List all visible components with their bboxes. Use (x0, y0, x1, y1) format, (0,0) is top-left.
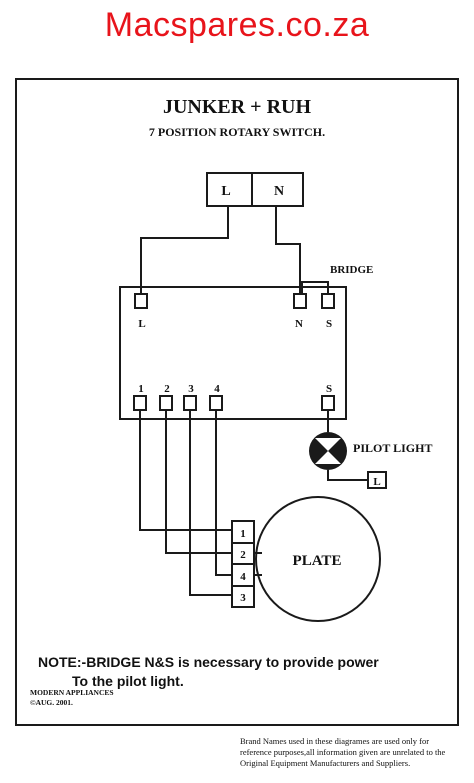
switch-terminal-2 (159, 395, 173, 411)
supply-label-live: L (221, 184, 230, 199)
pilot-light-icon (309, 432, 347, 470)
diagram-sheet (15, 78, 459, 726)
wire-pos4 (215, 410, 232, 576)
switch-terminal-l (134, 293, 148, 309)
switch-label-3: 3 (188, 383, 194, 395)
credit-line-2: ©AUG. 2001. (30, 698, 73, 707)
plate-label: PLATE (293, 553, 342, 569)
pilot-terminal-box (367, 471, 387, 489)
switch-label-s: S (326, 318, 332, 330)
switch-terminal-bottom-s (321, 395, 335, 411)
wire-pos2 (165, 410, 232, 554)
switch-terminal-s (321, 293, 335, 309)
credit: MODERN APPLIANCES ©AUG. 2001. (30, 688, 114, 708)
credit-line-1: MODERN APPLIANCES (30, 688, 114, 697)
switch-terminal-1 (133, 395, 147, 411)
note-line-1: NOTE:-BRIDGE N&S is necessary to provide… (38, 654, 379, 670)
pilot-light-label: PILOT LIGHT (353, 441, 432, 455)
switch-label-4: 4 (214, 383, 220, 395)
bridge-wire (301, 281, 329, 296)
pilot-terminal-label: L (373, 476, 380, 488)
disclaimer-text: Brand Names used in these diagrames are … (240, 736, 446, 768)
plate-terminal-label: 4 (240, 571, 246, 583)
note-text: NOTE:-BRIDGE N&S is necessary to provide… (38, 653, 458, 691)
wire-pos3 (189, 410, 232, 596)
supply-label-neutral: N (274, 184, 284, 199)
plate-terminal-label: 1 (240, 528, 246, 540)
pilot-return-wire (327, 470, 368, 481)
supply-terminal-block (206, 172, 304, 207)
switch-label-l: L (138, 318, 145, 330)
bridge-label: BRIDGE (330, 264, 373, 276)
diagram-title: JUNKER + RUH (162, 96, 312, 118)
switch-label-n: N (295, 318, 303, 330)
diagram-subtitle: 7 POSITION ROTARY SWITCH. (148, 125, 326, 139)
switch-label-1: 1 (138, 383, 144, 395)
switch-label-2: 2 (164, 383, 170, 395)
neutral-wire (275, 206, 301, 296)
live-wire (140, 206, 229, 296)
wire-pos1 (139, 410, 232, 531)
switch-terminal-n (293, 293, 307, 309)
switch-label-bottom-s: S (326, 383, 332, 395)
watermark: Macspares.co.za (104, 6, 370, 44)
note-line-2: To the pilot light. (72, 673, 184, 689)
switch-terminal-3 (183, 395, 197, 411)
hotplate-circle (255, 496, 381, 622)
plate-terminal-label: 3 (240, 592, 246, 604)
switch-terminal-4 (209, 395, 223, 411)
plate-terminal-label: 2 (240, 549, 246, 561)
switch-body (119, 286, 347, 420)
